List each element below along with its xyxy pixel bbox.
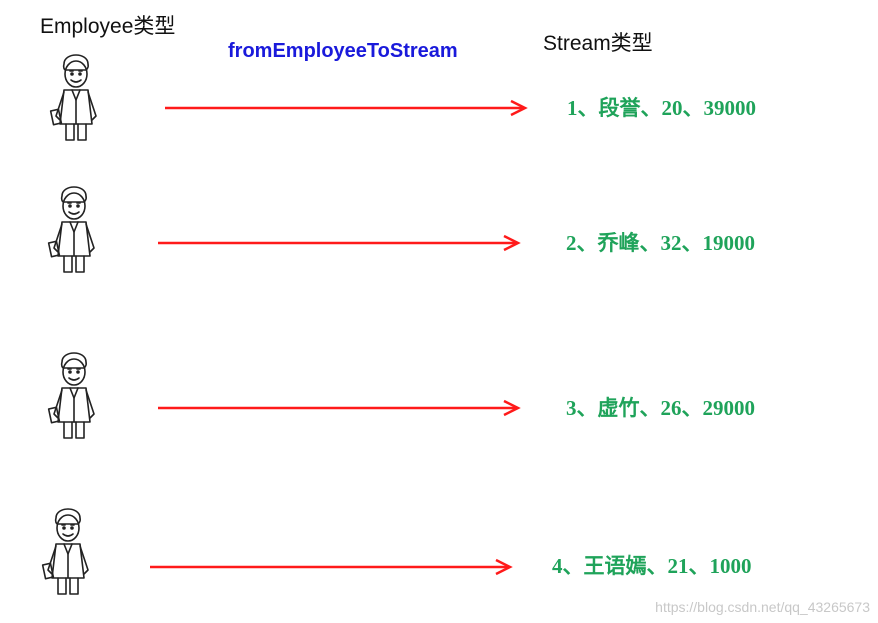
mapping-arrow: [158, 399, 521, 417]
stream-record: 1、段誉、20、39000: [567, 96, 756, 120]
employee-cartoon-icon: [47, 352, 95, 439]
stream-record: 2、乔峰、32、19000: [566, 231, 755, 255]
stream-record: 4、王语嫣、21、1000: [552, 554, 752, 578]
watermark: https://blog.csdn.net/qq_43265673: [655, 599, 870, 615]
stream-record: 3、虚竹、26、29000: [566, 396, 755, 420]
employee-cartoon-icon: [49, 54, 97, 141]
right-title: Stream类型: [543, 32, 653, 55]
left-title: Employee类型: [40, 15, 176, 38]
employee-cartoon-icon: [41, 508, 89, 595]
employee-cartoon-icon: [47, 186, 95, 273]
mapping-label: fromEmployeeToStream: [228, 40, 458, 62]
mapping-arrow: [158, 234, 521, 252]
mapping-arrow: [165, 99, 528, 117]
mapping-arrow: [150, 558, 513, 576]
